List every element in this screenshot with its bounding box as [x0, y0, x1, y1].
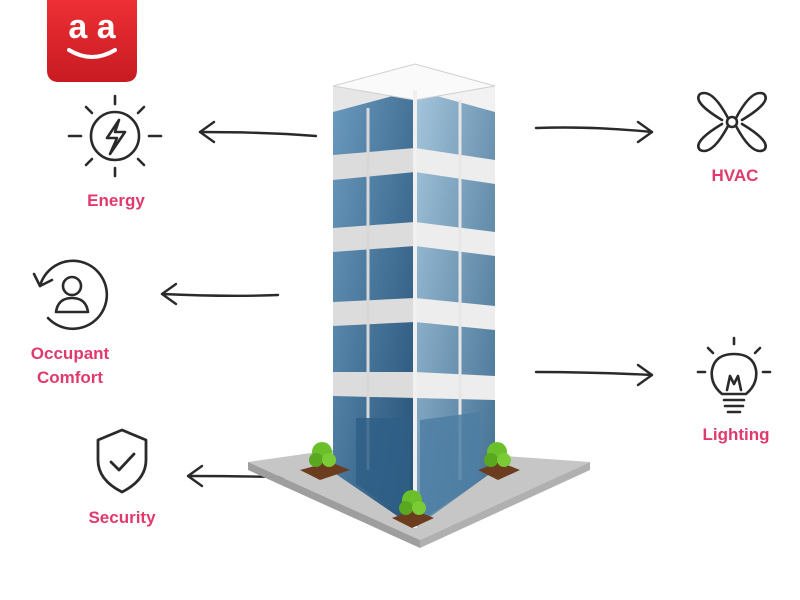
shield-check-icon	[94, 426, 150, 496]
arrow-to-lighting	[532, 360, 656, 390]
occupant-comfort-label-line2: Comfort	[36, 368, 104, 387]
hvac-label: HVAC	[711, 166, 759, 185]
arrow-to-occupant	[158, 280, 282, 310]
tree-left	[300, 442, 350, 480]
occupant-comfort-label-line1: Occupant	[30, 344, 110, 363]
occupant-comfort-label: Occupant Comfort	[10, 342, 130, 390]
energy-label: Energy	[87, 191, 145, 210]
fan-icon	[692, 82, 772, 162]
security-label: Security	[88, 508, 156, 527]
light-bulb-icon	[694, 334, 774, 420]
tree-right	[478, 442, 520, 480]
svg-text:a a: a a	[68, 8, 116, 46]
lighting-label: Lighting	[702, 425, 770, 444]
arrow-to-energy	[196, 118, 320, 148]
smart-building-illustration	[240, 60, 600, 550]
tree-front	[392, 490, 434, 528]
occupant-comfort-icon	[30, 252, 114, 336]
brand-logo: a a	[47, 0, 137, 82]
arrow-to-hvac	[532, 116, 656, 146]
energy-icon	[63, 92, 167, 180]
brand-logo-mark: a a	[47, 0, 137, 82]
